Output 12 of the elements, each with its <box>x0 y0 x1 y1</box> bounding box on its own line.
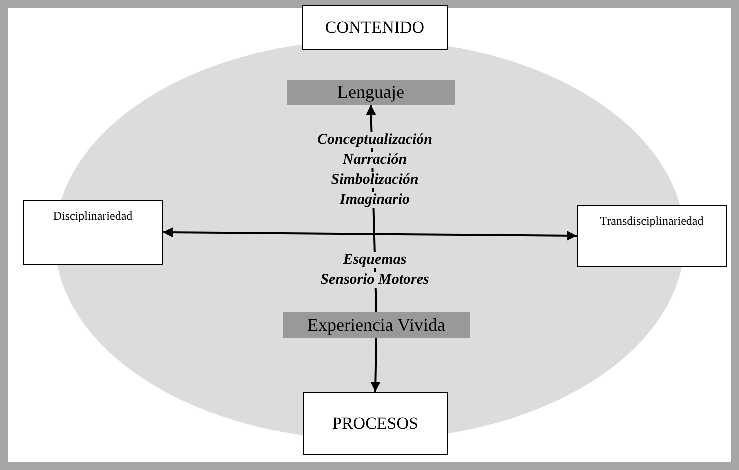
content-box: CONTENIDO <box>302 5 448 50</box>
arrow <box>370 338 381 392</box>
experience-bar: Experiencia Vivida <box>283 312 470 338</box>
transdiscipline-box: Transdisciplinariedad <box>577 205 727 267</box>
process-label: Simbolización <box>331 172 419 188</box>
process-label: Narración <box>342 152 408 168</box>
discipline-box: Disciplinariedad <box>23 200 163 265</box>
language-bar: Lenguaje <box>287 80 455 105</box>
process-label: Conceptualización <box>317 132 432 148</box>
process-label: Imaginario <box>340 192 410 208</box>
arrow <box>163 228 577 241</box>
process-box: PROCESOS <box>303 392 448 455</box>
